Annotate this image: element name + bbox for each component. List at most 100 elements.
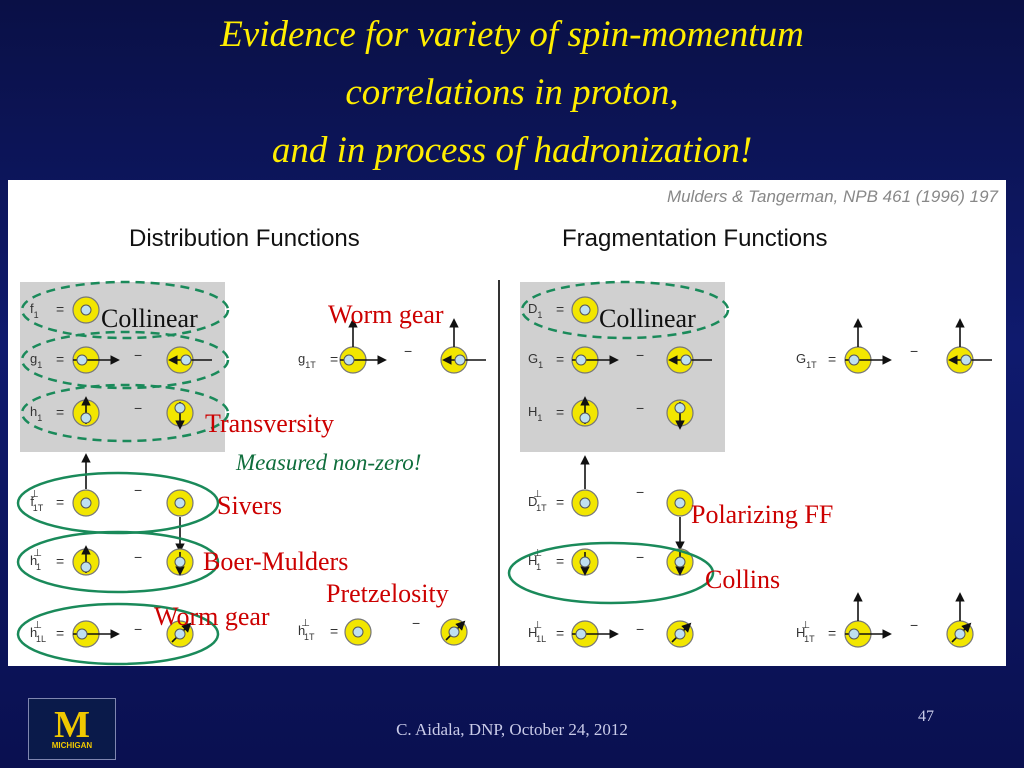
h1Tperp-b-quark — [448, 626, 460, 638]
tmd-diagram: Mulders & Tangerman, NPB 461 (1996) 197 … — [16, 187, 999, 666]
dist-minus-3: − — [134, 482, 142, 498]
frag-row-4-b-quark — [674, 556, 686, 568]
frag-row-5-a-quark — [575, 628, 587, 640]
G1T-a-quark — [848, 354, 860, 366]
frag-equals-4: = — [556, 553, 564, 569]
h1Tperp-a-quark — [352, 626, 364, 638]
H1Tperp-b-quark — [954, 628, 966, 640]
dist-equals-0: = — [56, 301, 64, 317]
dist-equals-3: = — [56, 494, 64, 510]
frag-equals-5: = — [556, 625, 564, 641]
label-transversity: Transversity — [205, 409, 334, 438]
frag-row-4-a-quark — [579, 556, 591, 568]
frag-label-4: H⊥1 — [528, 548, 542, 572]
dist-label-5: h⊥1L — [30, 620, 46, 644]
label-pretzelosity: Pretzelosity — [326, 579, 449, 608]
dist-equals-1: = — [56, 351, 64, 367]
frag-minus-4: − — [636, 549, 644, 565]
h1Tperp-label: h⊥1T — [298, 618, 315, 642]
frag-label-2: H1 — [528, 404, 542, 423]
frag-minus-1: − — [636, 347, 644, 363]
frag-label-5: H⊥1L — [528, 620, 546, 644]
frag-label-3: D⊥1T — [528, 489, 547, 513]
collins-ellipse — [507, 541, 715, 605]
H1Tperp-label: H⊥1T — [796, 620, 815, 644]
dist-row-3-b-quark — [174, 497, 186, 509]
label-worm-gear-bottom: Worm gear — [154, 602, 270, 631]
G1T-label: G1T — [796, 351, 817, 370]
H1Tperp-equals: = — [828, 625, 836, 641]
collinear-ellipse-f1 — [20, 280, 230, 340]
footer-credit: C. Aidala, DNP, October 24, 2012 — [396, 720, 628, 739]
title-line-3: and in process of hadronization! — [271, 130, 753, 171]
frag-minus-2: − — [636, 400, 644, 416]
dist-label-4: h⊥1 — [30, 548, 42, 572]
label-polarizing-ff: Polarizing FF — [691, 500, 833, 529]
distribution-header: Distribution Functions — [129, 225, 360, 252]
frag-equals-1: = — [556, 351, 564, 367]
dist-row-1-b-quark — [180, 354, 192, 366]
g1T-b-quark — [454, 354, 466, 366]
title-line-2: correlations in proton, — [345, 72, 679, 113]
boer-mulders-ellipse — [16, 530, 220, 594]
dist-row-1-a-quark — [76, 354, 88, 366]
dist-row-5-b-quark — [174, 628, 186, 640]
g1T-equals: = — [330, 351, 338, 367]
page-number: 47 — [918, 708, 934, 725]
dist-equals-4: = — [56, 553, 64, 569]
frag-equals-2: = — [556, 404, 564, 420]
frag-minus-3: − — [636, 484, 644, 500]
frag-row-3-a-quark — [579, 497, 591, 509]
frag-equals-3: = — [556, 494, 564, 510]
frag-label-0: D1 — [528, 301, 542, 320]
slide-title: Evidence for variety of spin-momentum co… — [0, 6, 1024, 180]
label-worm-gear-top: Worm gear — [328, 300, 444, 329]
collinear-ellipse-g1 — [20, 330, 230, 390]
dist-equals-2: = — [56, 404, 64, 420]
H1Tperp-a-quark — [848, 628, 860, 640]
dist-label-1: g1 — [30, 351, 42, 370]
collinear-ellipse-D1 — [520, 280, 730, 340]
dist-minus-4: − — [134, 549, 142, 565]
label-sivers: Sivers — [217, 491, 282, 520]
label-collinear-left: Collinear — [101, 304, 198, 333]
dist-minus-2: − — [134, 400, 142, 416]
frag-row-2-b-quark — [674, 402, 686, 414]
frag-row-0-a-quark — [579, 304, 591, 316]
G1T-equals: = — [828, 351, 836, 367]
worm-gear-ellipse — [16, 602, 220, 666]
frag-label-1: G1 — [528, 351, 543, 370]
g1T-label: g1T — [298, 351, 316, 370]
fragmentation-header: Fragmentation Functions — [562, 225, 827, 252]
svg-text:MICHIGAN: MICHIGAN — [52, 741, 93, 750]
dist-equals-5: = — [56, 625, 64, 641]
collinear-ellipse-h1 — [20, 383, 230, 443]
dist-row-2-a-quark — [80, 412, 92, 424]
dist-minus-1: − — [134, 347, 142, 363]
dist-row-4-b-quark — [174, 556, 186, 568]
dist-minus-5: − — [134, 621, 142, 637]
frag-row-1-a-quark — [575, 354, 587, 366]
h1Tperp-minus: − — [412, 615, 420, 631]
dist-label-0: f1 — [30, 301, 39, 320]
frag-row-5-b-quark — [674, 628, 686, 640]
dist-row-3-a-quark — [80, 497, 92, 509]
g1T-a-quark — [343, 354, 355, 366]
dist-row-4-a-quark — [80, 561, 92, 573]
label-measured: Measured non-zero! — [235, 450, 421, 475]
G1T-b-quark — [960, 354, 972, 366]
citation: Mulders & Tangerman, NPB 461 (1996) 197 — [667, 187, 999, 206]
michigan-logo: M MICHIGAN — [28, 698, 116, 760]
dist-row-2-b-quark — [174, 402, 186, 414]
frag-row-1-b-quark — [680, 354, 692, 366]
diagram-panel: Mulders & Tangerman, NPB 461 (1996) 197 … — [8, 180, 1006, 666]
frag-row-2-a-quark — [579, 412, 591, 424]
frag-equals-0: = — [556, 301, 564, 317]
label-collinear-right: Collinear — [599, 304, 696, 333]
frag-row-3-b-quark — [674, 497, 686, 509]
function-diagrams: f1=g1=−h1=−f⊥1T=−h⊥1=−h⊥1L=−D1=G1=−H1=−D… — [30, 296, 992, 648]
dist-label-3: f⊥1T — [30, 489, 44, 513]
H1Tperp-minus: − — [910, 617, 918, 633]
h1Tperp-equals: = — [330, 623, 338, 639]
title-line-1: Evidence for variety of spin-momentum — [220, 14, 804, 55]
